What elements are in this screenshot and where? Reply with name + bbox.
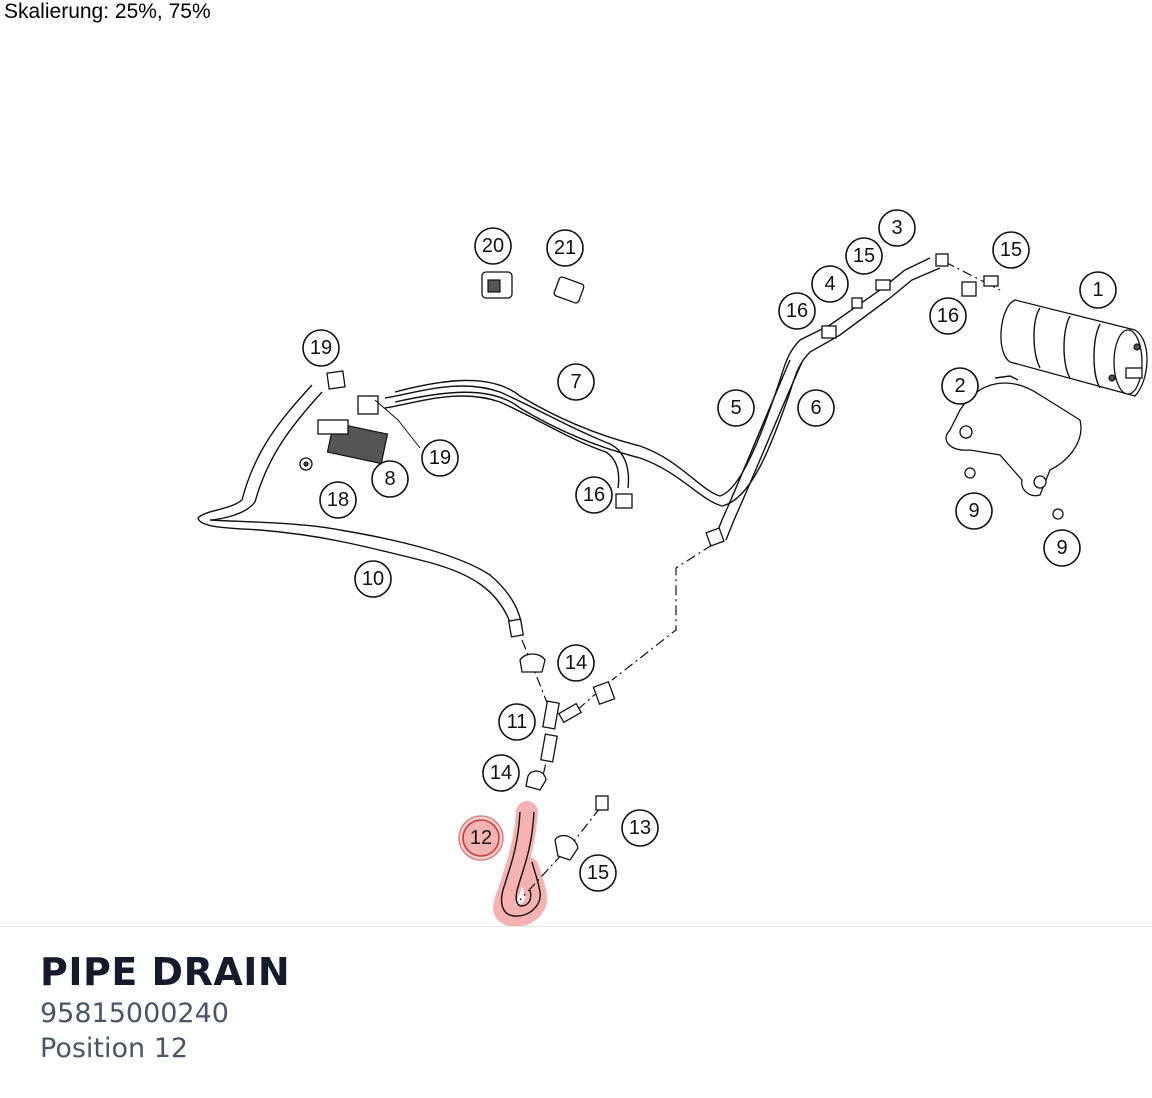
divider xyxy=(0,926,1152,927)
svg-text:20: 20 xyxy=(482,235,504,257)
svg-text:5: 5 xyxy=(730,397,741,419)
callout-8[interactable]: 8 xyxy=(371,460,409,498)
svg-text:15: 15 xyxy=(587,862,609,884)
svg-text:6: 6 xyxy=(810,397,821,419)
hardware-parts xyxy=(299,253,1148,861)
canister-bracket xyxy=(945,375,1082,497)
part-name: PIPE DRAIN xyxy=(40,950,291,994)
callout-11[interactable]: 11 xyxy=(498,703,536,741)
svg-text:8: 8 xyxy=(384,468,395,490)
callout-21[interactable]: 21 xyxy=(546,229,584,267)
callout-18[interactable]: 18 xyxy=(319,481,357,519)
svg-text:9: 9 xyxy=(968,500,979,522)
callout-9a[interactable]: 9 xyxy=(955,492,993,530)
svg-text:12: 12 xyxy=(470,827,492,849)
svg-text:14: 14 xyxy=(565,652,587,674)
callout-2[interactable]: 2 xyxy=(941,367,979,405)
callout-14a[interactable]: 14 xyxy=(557,644,595,682)
svg-text:19: 19 xyxy=(310,337,332,359)
callout-7[interactable]: 7 xyxy=(557,363,595,401)
svg-text:16: 16 xyxy=(583,484,605,506)
svg-text:15: 15 xyxy=(853,245,875,267)
callout-19a[interactable]: 19 xyxy=(302,329,340,367)
part-position: Position 12 xyxy=(40,1033,189,1064)
callout-9b[interactable]: 9 xyxy=(1043,529,1081,567)
svg-text:9: 9 xyxy=(1056,537,1067,559)
callout-16b[interactable]: 16 xyxy=(929,297,967,335)
callout-15a[interactable]: 15 xyxy=(845,237,883,275)
svg-text:11: 11 xyxy=(507,711,528,733)
callout-15b[interactable]: 15 xyxy=(992,231,1030,269)
callout-16c[interactable]: 16 xyxy=(575,476,613,514)
hose-network xyxy=(197,257,1001,901)
svg-text:16: 16 xyxy=(937,305,959,327)
svg-text:21: 21 xyxy=(554,237,576,259)
svg-text:16: 16 xyxy=(786,300,808,322)
callout-3[interactable]: 3 xyxy=(878,209,916,247)
svg-text:1: 1 xyxy=(1092,279,1103,301)
callout-19b[interactable]: 19 xyxy=(421,439,459,477)
callout-12-highlighted[interactable]: 12 xyxy=(458,815,504,861)
exploded-parts-diagram: 1 2 3 4 5 6 7 8 9 9 10 11 12 13 14 14 15… xyxy=(197,209,1148,926)
callout-10[interactable]: 10 xyxy=(354,560,392,598)
callout-4[interactable]: 4 xyxy=(811,265,849,303)
callout-6[interactable]: 6 xyxy=(797,389,835,427)
canister xyxy=(1000,299,1148,397)
svg-text:7: 7 xyxy=(570,371,581,393)
svg-text:10: 10 xyxy=(362,568,384,590)
callout-15c[interactable]: 15 xyxy=(579,854,617,892)
svg-text:15: 15 xyxy=(1000,239,1022,261)
svg-text:18: 18 xyxy=(327,489,349,511)
part-number: 95815000240 xyxy=(40,998,229,1029)
svg-text:2: 2 xyxy=(954,375,965,397)
callout-13[interactable]: 13 xyxy=(621,809,659,847)
highlighted-pipe-drain[interactable] xyxy=(493,801,548,926)
callout-1[interactable]: 1 xyxy=(1079,271,1117,309)
svg-text:13: 13 xyxy=(629,817,651,839)
callout-20[interactable]: 20 xyxy=(474,227,512,265)
callout-14b[interactable]: 14 xyxy=(482,754,520,792)
callout-16a[interactable]: 16 xyxy=(778,292,816,330)
svg-text:4: 4 xyxy=(824,273,835,295)
scale-label: Skalierung: 25%, 75% xyxy=(4,0,211,23)
callout-5[interactable]: 5 xyxy=(717,389,755,427)
svg-text:19: 19 xyxy=(429,447,451,469)
svg-text:14: 14 xyxy=(490,762,512,784)
svg-text:3: 3 xyxy=(891,217,902,239)
purge-valve xyxy=(317,395,389,465)
